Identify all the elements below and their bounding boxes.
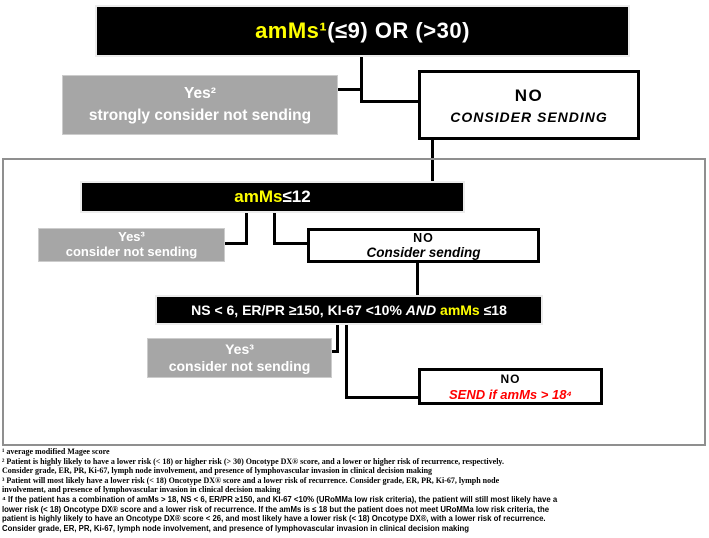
- connector-criteria-yes-down: [336, 325, 339, 353]
- root-box-text: (≤9) OR (>30): [327, 18, 470, 43]
- yes3a-title: Yes³: [118, 229, 145, 245]
- criteria-decision-box: NS < 6, ER/PR ≥150, KI-67 <10% AND amMs …: [155, 295, 543, 325]
- root-decision-box: amMs¹ (≤9) OR (>30): [95, 5, 630, 57]
- footnote-2: ² Patient is highly likely to have a low…: [2, 456, 504, 476]
- connector-criteria-no-right: [345, 396, 418, 399]
- connector-no1-branch: [360, 100, 418, 103]
- no-consider-sending-box-2: NO Consider sending: [307, 228, 540, 263]
- footnotes: ¹ average modified Magee score ² Patient…: [2, 447, 707, 533]
- connector-yes2-branch: [338, 88, 363, 91]
- yes-consider-not-sending-box-1: Yes³ consider not sending: [38, 228, 225, 262]
- no2-title: NO: [413, 231, 434, 245]
- yes3b-title: Yes³: [225, 340, 254, 357]
- no2-subtitle: Consider sending: [366, 245, 481, 260]
- connector-amms12-no-right: [273, 242, 307, 245]
- connector-no1-down: [431, 140, 434, 183]
- criteria-rest: ≤18: [479, 302, 507, 318]
- yes-strongly-title: Yes²: [184, 84, 216, 102]
- yes-strongly-consider-box: Yes² strongly consider not sending: [62, 75, 338, 135]
- criteria-highlight: amMs: [436, 302, 480, 318]
- connector-amms12-no-down: [273, 213, 276, 245]
- yes-consider-not-sending-box-2: Yes³ consider not sending: [147, 338, 332, 378]
- connector-amms12-yes-down: [245, 213, 248, 245]
- footnote-4: ⁴ If the patient has a combination of am…: [2, 494, 558, 533]
- connector-criteria-no-down: [345, 325, 348, 399]
- yes3b-subtitle: consider not sending: [168, 358, 311, 374]
- criteria-conjunction: AND: [405, 302, 437, 318]
- root-box-highlight: amMs¹: [255, 18, 328, 43]
- no1-title: NO: [514, 85, 544, 105]
- no3-title: NO: [500, 371, 521, 386]
- footnote-3: ³ Patient will most likely have a lower …: [2, 475, 500, 495]
- criteria-part1: NS < 6, ER/PR ≥150, KI-67 <10%: [191, 302, 406, 318]
- connector-criteria-yes-left: [331, 350, 339, 353]
- amms12-highlight: amMs: [234, 187, 283, 206]
- lower-section-frame: [2, 158, 706, 446]
- amms12-decision-box: amMs ≤12: [80, 181, 465, 213]
- yes3a-subtitle: consider not sending: [65, 244, 198, 259]
- yes-strongly-subtitle: strongly consider not sending: [88, 107, 312, 124]
- no3-subtitle: SEND if amMs > 18⁴: [449, 386, 572, 402]
- amms12-text: ≤12: [282, 187, 311, 206]
- no-send-box: NO SEND if amMs > 18⁴: [418, 368, 603, 405]
- footnote-1: ¹ average modified Magee score: [2, 447, 110, 456]
- connector-root-down: [360, 57, 363, 103]
- no-consider-sending-box: NO CONSIDER SENDING: [418, 70, 640, 140]
- no1-subtitle: CONSIDER SENDING: [450, 108, 608, 125]
- connector-no2-down: [416, 263, 419, 296]
- connector-amms12-yes-left: [225, 242, 248, 245]
